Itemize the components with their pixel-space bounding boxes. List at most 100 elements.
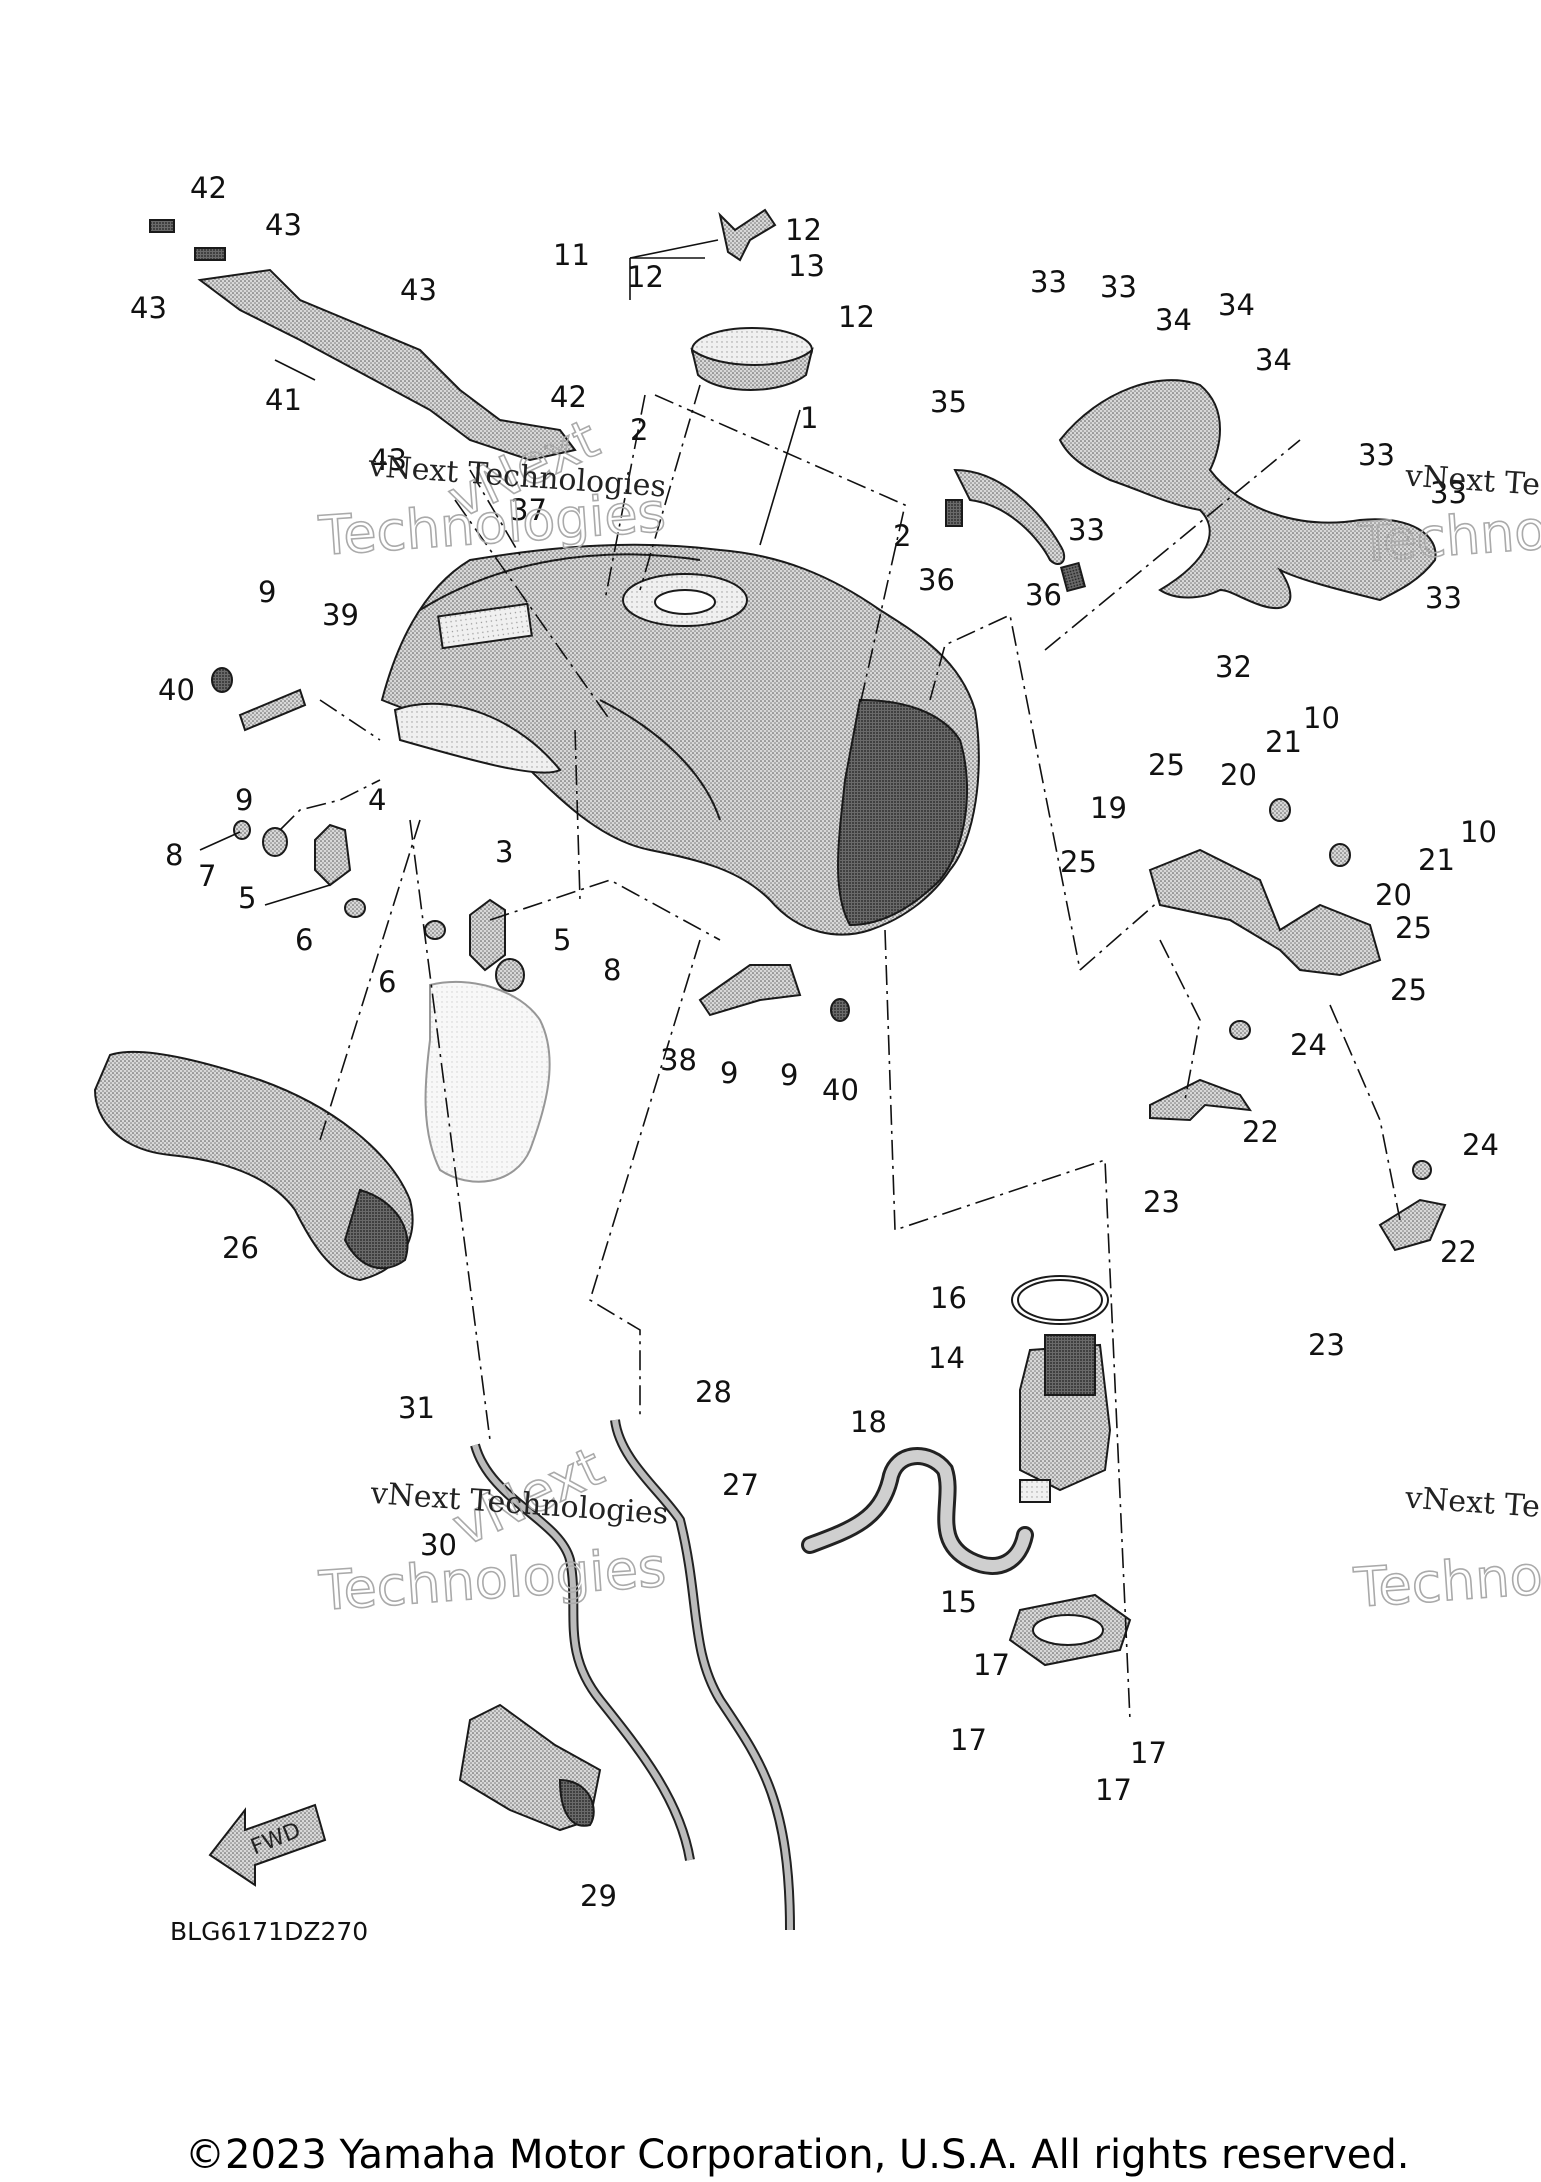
fuel-pump-shape: [1019, 1334, 1112, 1503]
copyright-notice: ©2023 Yamaha Motor Corporation, U.S.A. A…: [185, 2132, 1410, 2178]
callout-21: 21: [1418, 843, 1455, 877]
callout-2: 2: [893, 519, 911, 553]
callout-33: 33: [1358, 438, 1395, 472]
watermark-partial-line1: vNext Te: [1403, 458, 1541, 502]
callout-9: 9: [258, 575, 276, 609]
breather-tubes-shape: [470, 1419, 795, 1931]
callout-12: 12: [785, 213, 822, 247]
callout-17: 17: [973, 1648, 1010, 1682]
callout-20: 20: [1375, 878, 1412, 912]
right-bracket-shape: [1148, 798, 1382, 977]
fuel-hose-shape: [801, 1447, 1034, 1575]
callout-33: 33: [1430, 476, 1467, 510]
callout-43: 43: [370, 443, 407, 477]
strap-shape: [945, 468, 1087, 593]
callout-34: 34: [1255, 343, 1292, 377]
callout-34: 34: [1218, 288, 1255, 322]
callout-30: 30: [420, 1528, 457, 1562]
callout-17: 17: [1095, 1773, 1132, 1807]
callout-16: 16: [930, 1281, 967, 1315]
callout-9: 9: [720, 1056, 738, 1090]
callout-22: 22: [1440, 1235, 1477, 1269]
callout-12: 12: [838, 300, 875, 334]
watermark-partial-line1: vNext Te: [1403, 1480, 1541, 1524]
rear-bracket-shape: [1058, 379, 1437, 610]
callout-25: 25: [1390, 973, 1427, 1007]
callout-40: 40: [822, 1073, 859, 1107]
callout-9: 9: [780, 1058, 798, 1092]
callout-3: 3: [495, 835, 513, 869]
callout-41: 41: [265, 383, 302, 417]
callout-20: 20: [1220, 758, 1257, 792]
watermark-partial-line2: Techno: [1351, 1544, 1541, 1620]
fuel-tank-shape: [380, 543, 980, 936]
callout-23: 23: [1308, 1328, 1345, 1362]
callout-29: 29: [580, 1879, 617, 1913]
callout-43: 43: [130, 291, 167, 325]
callout-36: 36: [918, 563, 955, 597]
callout-42: 42: [190, 171, 227, 205]
watermark-line2: Technologies: [317, 1536, 668, 1623]
callout-31: 31: [398, 1391, 435, 1425]
callout-21: 21: [1265, 725, 1302, 759]
callout-33: 33: [1030, 265, 1067, 299]
fuel-cap-shape: [690, 208, 814, 391]
callout-39: 39: [322, 598, 359, 632]
callout-35: 35: [930, 385, 967, 419]
callout-25: 25: [1060, 845, 1097, 879]
callout-14: 14: [928, 1341, 965, 1375]
callout-33: 33: [1100, 270, 1137, 304]
fwd-arrow-shape: [208, 1803, 327, 1887]
callout-32: 32: [1215, 650, 1252, 684]
callout-17: 17: [950, 1723, 987, 1757]
callout-labels: 1 2 2 3 4 5 5 6 6 7 8 8 9 9 9 9 10 10 11…: [130, 171, 1499, 1913]
callout-7: 7: [198, 859, 216, 893]
callout-40: 40: [158, 673, 195, 707]
callout-10: 10: [1303, 701, 1340, 735]
watermark-partial-line2: Techno: [1356, 498, 1541, 574]
callout-33: 33: [1068, 513, 1105, 547]
callout-9: 9: [235, 783, 253, 817]
callout-4: 4: [368, 783, 386, 817]
callout-25: 25: [1148, 748, 1185, 782]
callout-5: 5: [553, 923, 571, 957]
callout-33: 33: [1425, 581, 1462, 615]
callout-8: 8: [603, 953, 621, 987]
heat-shield-shape: [458, 1703, 602, 1832]
frame-outline-shape: [424, 981, 551, 1183]
callout-43: 43: [400, 273, 437, 307]
flange-plate-shape: [1008, 1593, 1132, 1667]
callout-24: 24: [1462, 1128, 1499, 1162]
callout-37: 37: [510, 493, 547, 527]
front-bracket-shape: [149, 219, 577, 462]
mount-brackets-shape: [233, 820, 525, 992]
side-mounts-shape: [211, 667, 850, 1022]
callout-23: 23: [1143, 1185, 1180, 1219]
callout-38: 38: [660, 1043, 697, 1077]
callout-6: 6: [378, 965, 396, 999]
callout-36: 36: [1025, 578, 1062, 612]
diagram-ref-code: BLG6171DZ270: [170, 1917, 368, 1946]
side-cover-shape: [93, 1050, 414, 1282]
callout-11: 11: [553, 238, 590, 272]
callout-13: 13: [788, 249, 825, 283]
callout-43: 43: [265, 208, 302, 242]
stays-shape: [1149, 1020, 1447, 1252]
callout-28: 28: [695, 1375, 732, 1409]
callout-6: 6: [295, 923, 313, 957]
callout-34: 34: [1155, 303, 1192, 337]
callout-42: 42: [550, 380, 587, 414]
callout-1: 1: [800, 401, 818, 435]
callout-12: 12: [627, 260, 664, 294]
callout-24: 24: [1290, 1028, 1327, 1062]
callout-10: 10: [1460, 815, 1497, 849]
callout-26: 26: [222, 1231, 259, 1265]
callout-2: 2: [630, 413, 648, 447]
leader-lines: [199, 239, 1401, 1721]
gasket-ring-shape: [1011, 1275, 1109, 1325]
callout-25: 25: [1395, 911, 1432, 945]
callout-8: 8: [165, 838, 183, 872]
callout-19: 19: [1090, 791, 1127, 825]
callout-15: 15: [940, 1585, 977, 1619]
